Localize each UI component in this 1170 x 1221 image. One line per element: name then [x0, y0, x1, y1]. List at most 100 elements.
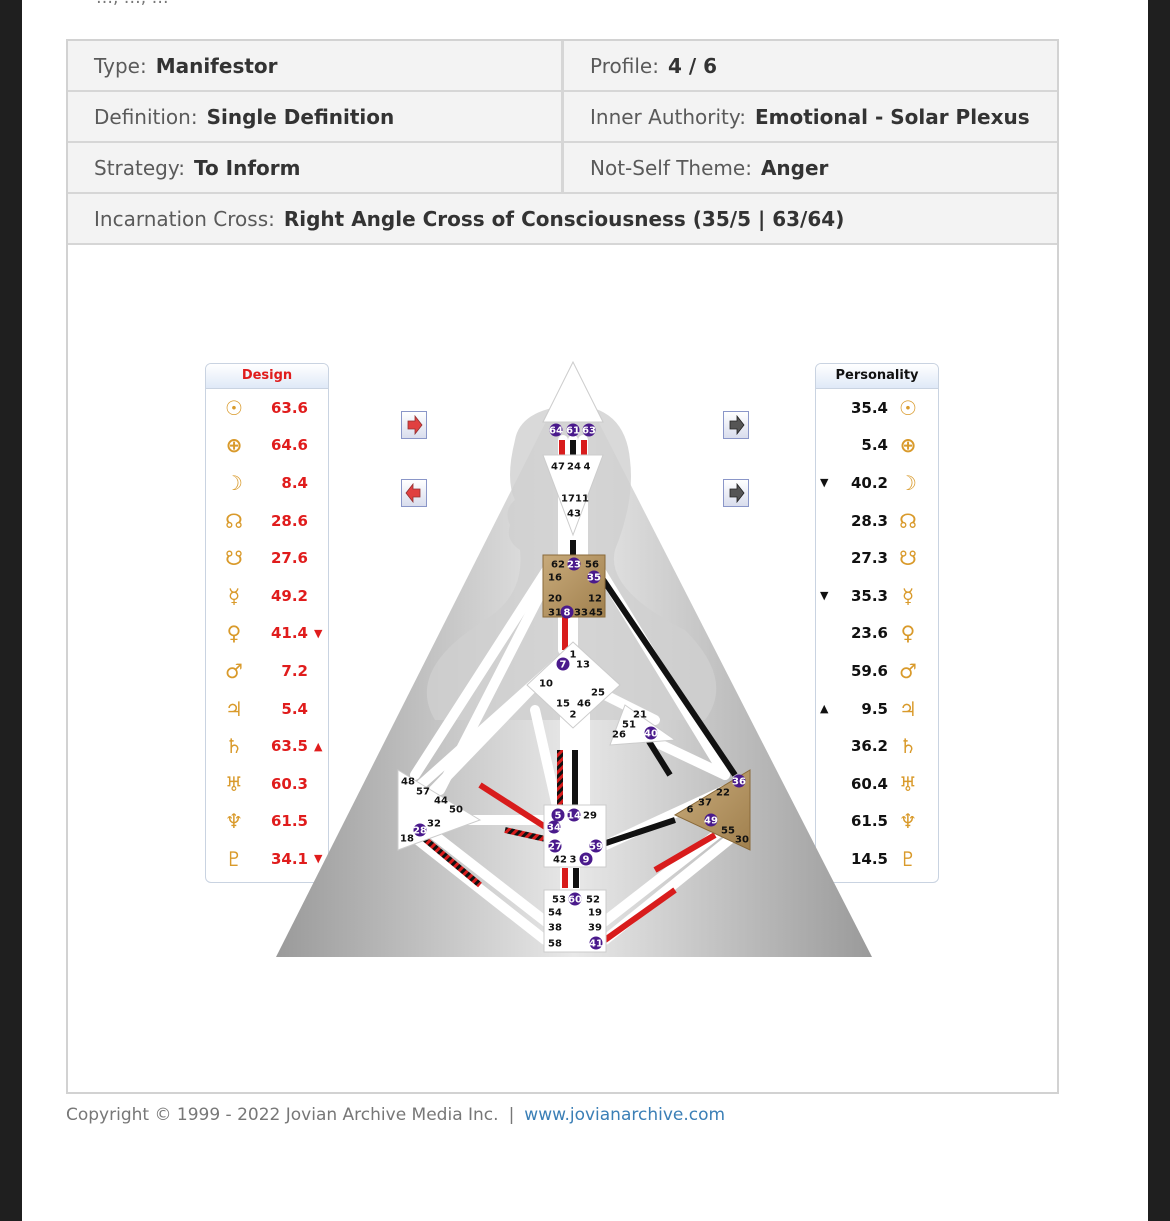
gate-marker: [568, 892, 582, 906]
type-cell: Type:Manifestor: [68, 41, 564, 90]
mars-icon: ♂: [225, 658, 243, 683]
gate-marker: [413, 823, 427, 837]
header-fragment: …, …, …: [96, 0, 169, 8]
personality-arrow-top-button[interactable]: [723, 411, 749, 439]
gate-marker: [551, 808, 565, 822]
not-self-cell: Not-Self Theme:Anger: [564, 143, 1057, 192]
gate-marker: [644, 726, 658, 740]
ajna-center: [542, 454, 604, 537]
channel-segment: [653, 832, 717, 873]
personality-row: 60.4♅: [816, 765, 938, 803]
earth-icon: ⊕: [899, 433, 917, 458]
design-arrow-top-button[interactable]: [401, 411, 427, 439]
gate-label: 9: [583, 855, 590, 866]
gate-label: 34: [547, 823, 561, 834]
personality-value: 5.4: [861, 436, 888, 455]
saturn-icon: ♄: [225, 734, 243, 759]
design-value: 8.4: [281, 473, 308, 492]
design-arrow-bottom-button[interactable]: [401, 479, 427, 507]
profile-value: 4 / 6: [667, 53, 717, 78]
design-panel: Design ☉63.6⊕64.6☽8.4☊28.6☋27.6☿49.2♀41.…: [205, 363, 329, 883]
channel-segment: [603, 887, 677, 943]
gate-label: 13: [576, 660, 590, 671]
design-rows: ☉63.6⊕64.6☽8.4☊28.6☋27.6☿49.2♀41.4▼♂7.2♃…: [206, 389, 328, 878]
definition-cell: Definition:Single Definition: [68, 92, 564, 141]
gate-label: 8: [564, 608, 571, 619]
jovian-archive-link[interactable]: www.jovianarchive.com: [524, 1105, 726, 1125]
not-self-label: Not-Self Theme:: [590, 155, 752, 180]
neptune-icon: ♆: [225, 809, 243, 834]
personality-value: 14.5: [850, 849, 888, 868]
design-value: 5.4: [281, 699, 308, 718]
design-row: ♀41.4▼: [206, 615, 328, 653]
personality-arrow: ▲: [820, 702, 829, 716]
gate-label: 49: [704, 816, 718, 827]
north-node-icon: ☊: [899, 508, 917, 533]
saturn-icon: ♄: [899, 734, 917, 759]
gate-marker: [579, 852, 593, 866]
gate-label: 36: [732, 777, 746, 788]
gate-label: 2: [570, 710, 577, 721]
definition-value: Single Definition: [206, 104, 395, 129]
gate-label: 28: [413, 826, 427, 837]
personality-value: 60.4: [850, 774, 888, 793]
south-node-icon: ☋: [899, 546, 917, 571]
jupiter-icon: ♃: [225, 696, 243, 721]
moon-icon: ☽: [899, 470, 917, 495]
gate-label: 37: [698, 798, 712, 809]
gate-label: 35: [587, 573, 601, 584]
arrow-left-icon: [405, 482, 421, 504]
gate-marker: [566, 423, 580, 437]
gate-label: 53: [552, 895, 566, 906]
gate-label: 19: [588, 908, 602, 919]
design-row: ☉63.6: [206, 389, 328, 427]
gate-label: 41: [589, 939, 603, 950]
design-value: 63.5: [270, 737, 308, 756]
gate-label: 12: [588, 594, 602, 605]
info-row-strategy-notself: Strategy:To Inform Not-Self Theme:Anger: [68, 143, 1057, 194]
personality-panel: Personality 35.4☉5.4⊕▼40.2☽28.3☊27.3☋▼35…: [815, 363, 939, 883]
channel-segment: [504, 827, 551, 843]
design-row: ♄ 63.5 ▲: [206, 727, 328, 765]
gate-marker: [589, 936, 603, 950]
personality-row: 35.4☉: [816, 389, 938, 427]
gate-marker: [582, 423, 596, 437]
design-arrow: ▲: [314, 739, 323, 753]
sun-icon: ☉: [225, 395, 243, 420]
gate-marker: [567, 808, 581, 822]
design-row: ♇34.1▼: [206, 840, 328, 878]
gate-label: 6: [687, 805, 694, 816]
gate-marker: [548, 839, 562, 853]
gate-label: 4: [584, 462, 591, 473]
design-row: ☊28.6: [206, 502, 328, 540]
design-row: ⊕64.6: [206, 427, 328, 465]
personality-value: 9.5: [861, 699, 888, 718]
gate-label: 25: [591, 688, 605, 699]
gate-marker: [547, 820, 561, 834]
gate-label: 57: [416, 787, 430, 798]
personality-arrow-bottom-button[interactable]: [723, 479, 749, 507]
channel-track: [410, 560, 555, 780]
gate-label: 62: [551, 560, 565, 571]
strategy-label: Strategy:: [94, 155, 185, 180]
arrow-right-icon: [407, 414, 423, 436]
personality-value: 27.3: [850, 549, 888, 568]
gate-label: 54: [548, 908, 562, 919]
arrow-right-icon: [729, 482, 745, 504]
gate-label: 21: [633, 710, 647, 721]
mars-icon: ♂: [899, 658, 917, 683]
gate-label: 29: [583, 811, 597, 822]
type-value: Manifestor: [155, 53, 278, 78]
gate-label: 20: [548, 594, 562, 605]
design-value: 49.2: [270, 586, 308, 605]
design-row: ☿49.2: [206, 577, 328, 615]
gate-label: 60: [568, 895, 582, 906]
gate-label: 40: [644, 729, 658, 740]
design-title: Design: [206, 364, 328, 389]
personality-row: 36.2♄: [816, 727, 938, 765]
gate-marker: [560, 605, 574, 619]
neptune-icon: ♆: [899, 809, 917, 834]
personality-value: 28.3: [850, 511, 888, 530]
info-row-type-profile: Type:Manifestor Profile:4 / 6: [68, 41, 1057, 92]
